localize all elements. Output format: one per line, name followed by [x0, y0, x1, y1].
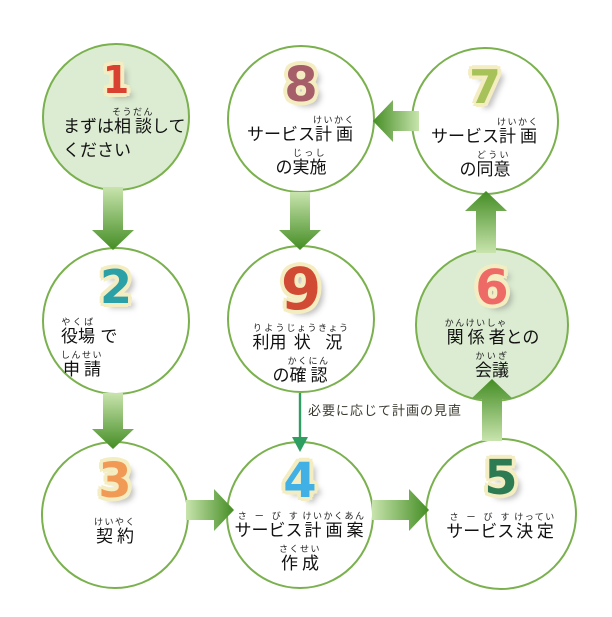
step-circle-7: 7 サービス計画けいかくの同意どうい	[411, 47, 559, 195]
arrow-1-to-2	[92, 187, 134, 250]
step-7-number: 7	[468, 60, 501, 114]
step-circle-6: 6 関係者かんけいしゃとの会議かいぎ	[415, 248, 569, 402]
step-circle-1: 1 まずは相談そうだんしてください	[42, 43, 190, 191]
step-circle-9: 9 利用りよう状況じょうきょうの確認かくにん	[227, 245, 375, 393]
step-3-number: 3	[98, 453, 132, 509]
step-circle-3: 3 契約けいやく	[41, 441, 189, 589]
step-6-label: 関係者かんけいしゃとの会議かいぎ	[444, 319, 540, 381]
step-8-number: 8	[284, 57, 318, 113]
step-4-label: サービスさーびす計画案けいかくあん作成さくせい	[234, 512, 366, 574]
step-4-number: 4	[283, 453, 317, 509]
step-1-number: 1	[102, 58, 130, 102]
step-9-label: 利用りよう状況じょうきょうの確認かくにん	[252, 324, 350, 386]
step-1-label: まずは相談そうだんしてください	[63, 108, 186, 161]
arrow-4-to-5	[372, 489, 429, 531]
step-2-number: 2	[99, 260, 132, 314]
step-6-number: 6	[475, 260, 509, 316]
step-9-number: 9	[280, 255, 322, 323]
step-7-label: サービス計画けいかくの同意どうい	[430, 118, 539, 180]
step-3-label: 契約けいやく	[93, 518, 136, 547]
step-5-label: サービスさーびす決定けってい	[446, 513, 556, 542]
step-2-label: 役場やくば で申請しんせい	[61, 318, 118, 380]
arrow-8-to-9	[279, 192, 321, 250]
revision-note: 必要に応じて計画の見直	[308, 404, 463, 419]
step-circle-8: 8 サービス計画けいかくの実施じっし	[227, 45, 375, 193]
step-8-label: サービス計画けいかくの実施じっし	[246, 116, 355, 178]
step-circle-2: 2 役場やくば で申請しんせい	[42, 247, 190, 395]
step-circle-4: 4 サービスさーびす計画案けいかくあん作成さくせい	[226, 441, 374, 589]
step-circle-5: 5 サービスさーびす決定けってい	[425, 438, 577, 590]
step-5-number: 5	[484, 450, 518, 506]
arrow-6-to-7	[465, 191, 507, 253]
